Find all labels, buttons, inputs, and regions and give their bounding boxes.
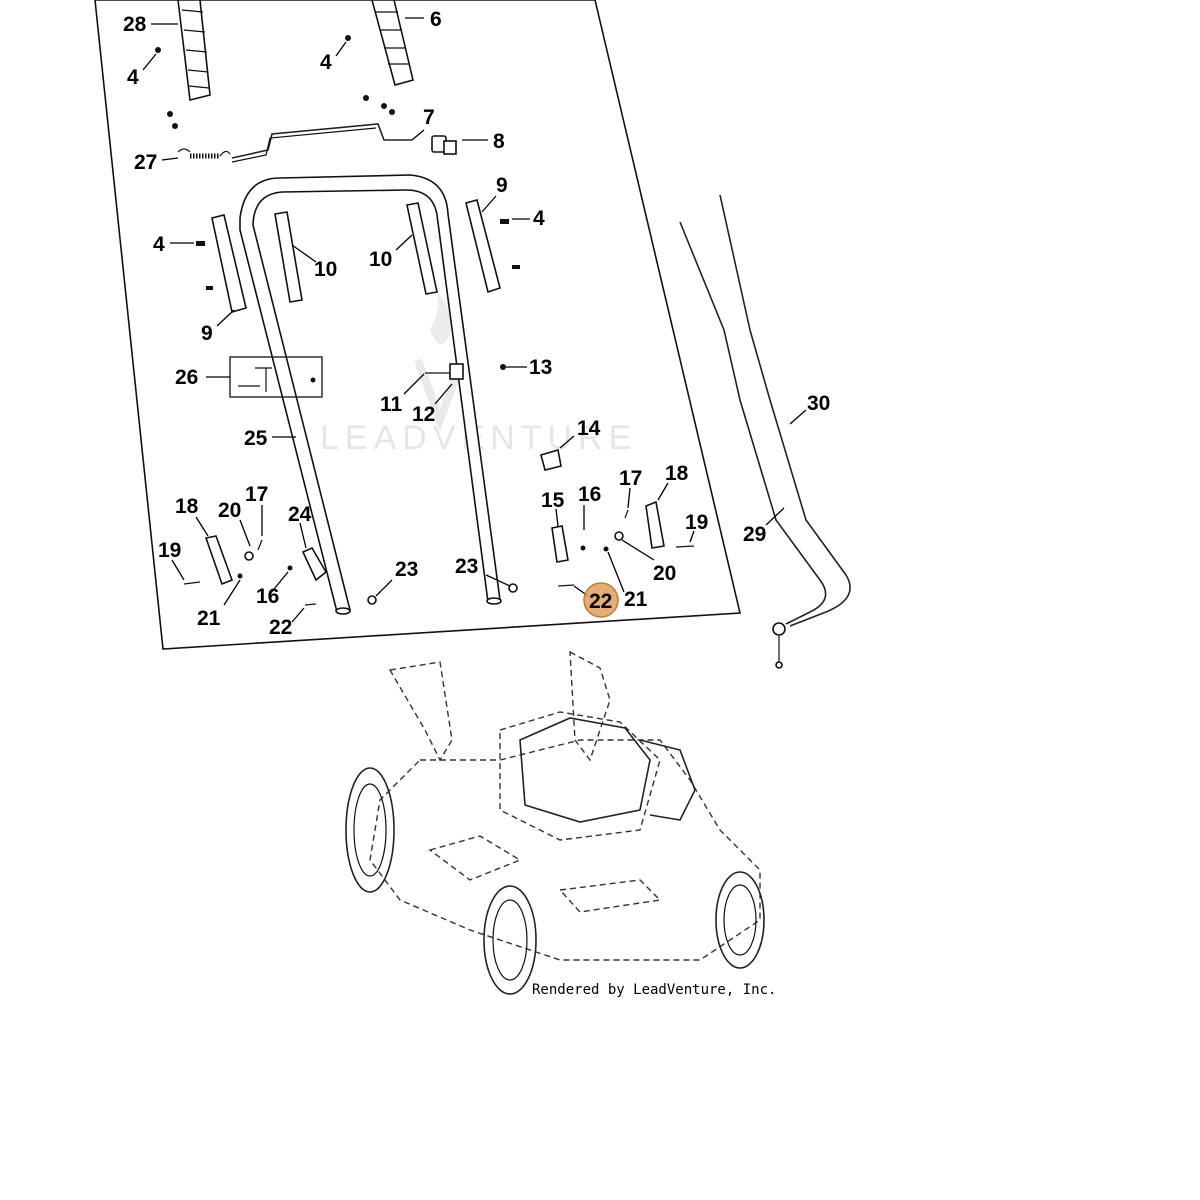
callout-16[interactable]: 16 (578, 483, 601, 506)
callout-4[interactable]: 4 (320, 51, 332, 74)
callout-30[interactable]: 30 (807, 392, 830, 415)
callout-6[interactable]: 6 (430, 8, 442, 31)
upper-handle (239, 174, 502, 615)
callout-10[interactable]: 10 (314, 258, 337, 281)
callout-14[interactable]: 14 (577, 417, 601, 440)
callout-19[interactable]: 19 (685, 511, 708, 534)
callout-labels: 28 6 4 4 7 8 27 9 4 4 10 10 9 26 13 11 1… (123, 8, 830, 639)
spring (177, 148, 231, 159)
callout-8[interactable]: 8 (493, 130, 505, 153)
grip-cover-left (211, 214, 247, 314)
callout-4[interactable]: 4 (127, 66, 139, 89)
callout-15[interactable]: 15 (541, 489, 565, 512)
callout-20[interactable]: 20 (653, 562, 676, 585)
callout-20[interactable]: 20 (218, 499, 241, 522)
screws-middle (196, 219, 520, 370)
callout-27[interactable]: 27 (134, 151, 157, 174)
bail-bracket (431, 135, 457, 155)
clip (540, 448, 562, 471)
handle-bracket-right (406, 202, 438, 295)
right-upper-grip (371, 0, 414, 86)
callout-13[interactable]: 13 (529, 356, 552, 379)
control-cables (679, 194, 851, 669)
left-upper-grip (177, 0, 211, 101)
callout-4[interactable]: 4 (533, 207, 545, 230)
render-credit: Rendered by LeadVenture, Inc. (532, 982, 776, 998)
callout-9[interactable]: 9 (201, 322, 213, 345)
callout-21[interactable]: 21 (197, 607, 221, 630)
callout-22-highlighted[interactable]: 22 (589, 590, 612, 613)
highlight-marker[interactable] (583, 582, 619, 618)
callout-24[interactable]: 24 (288, 503, 312, 526)
callout-25[interactable]: 25 (244, 427, 268, 450)
callout-18[interactable]: 18 (665, 462, 689, 485)
callout-28[interactable]: 28 (123, 13, 147, 36)
callout-12[interactable]: 12 (412, 403, 435, 426)
callout-19[interactable]: 19 (158, 539, 181, 562)
callout-17[interactable]: 17 (619, 467, 642, 490)
callout-9[interactable]: 9 (496, 174, 508, 197)
lawn-mower-illustration (345, 650, 765, 995)
lower-left-bracket (183, 535, 377, 606)
callout-29[interactable]: 29 (743, 523, 766, 546)
callout-26[interactable]: 26 (175, 366, 198, 389)
exploded-view-frame (94, 0, 741, 650)
callout-10[interactable]: 10 (369, 248, 392, 271)
callout-21[interactable]: 21 (624, 588, 648, 611)
callout-16[interactable]: 16 (256, 585, 279, 608)
screws-top (155, 35, 395, 129)
callout-17[interactable]: 17 (245, 483, 268, 506)
handle-bracket-left (274, 211, 303, 303)
callout-23[interactable]: 23 (395, 558, 418, 581)
callout-22[interactable]: 22 (269, 616, 292, 639)
lower-right-bracket (508, 500, 695, 593)
bail-bar (231, 123, 412, 159)
leader-lines (142, 17, 807, 623)
bolt-and-knob (425, 363, 464, 380)
callout-11[interactable]: 11 (380, 393, 403, 416)
callout-4[interactable]: 4 (153, 233, 165, 256)
callout-18[interactable]: 18 (175, 495, 199, 518)
grip-cover-right (465, 199, 501, 294)
callout-23[interactable]: 23 (455, 555, 478, 578)
callout-7[interactable]: 7 (423, 106, 435, 129)
